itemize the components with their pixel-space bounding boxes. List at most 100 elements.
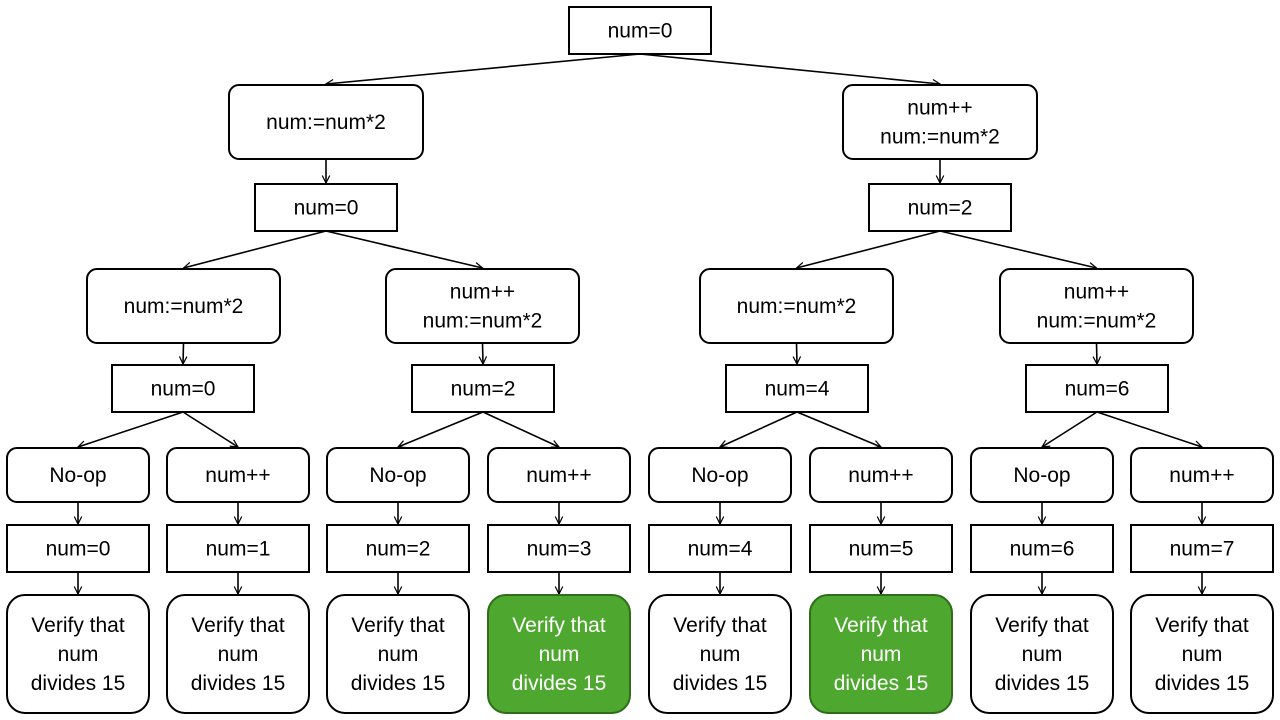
node-label-val0-line-0: num=0: [46, 538, 111, 561]
node-RR_val: num=6: [1025, 364, 1169, 413]
edge-RR_op-to-RR_val: [1097, 342, 1098, 364]
node-box-R_op: [842, 84, 1038, 160]
node-RL_val: num=4: [725, 364, 869, 413]
node-label-chk4-line-1: num: [700, 643, 741, 666]
node-label-val2-line-0: num=2: [366, 538, 431, 561]
node-label-op7-line-0: num++: [1169, 464, 1234, 487]
node-val7: num=7: [1130, 524, 1274, 573]
edge-L_val-to-LR_op: [325, 230, 483, 268]
edge-root-to-L_op: [326, 53, 641, 84]
node-label-op2-line-0: No-op: [369, 464, 426, 487]
node-box-op2: [326, 447, 470, 503]
node-LL_op: num:=num*2: [86, 268, 281, 344]
node-box-chk4: [648, 594, 792, 714]
node-label-LR_op-line-0: num++: [450, 281, 515, 304]
node-LL_val: num=0: [111, 364, 255, 413]
node-label-val6-line-0: num=6: [1010, 538, 1075, 561]
node-chk5: Verify that num divides 15: [809, 594, 953, 714]
node-box-op7: [1130, 447, 1274, 503]
node-label-chk0-line-1: num: [58, 643, 99, 666]
node-label-chk2-line-2: divides 15: [351, 672, 446, 695]
node-box-val2: [326, 524, 470, 573]
node-label-LL_val-line-0: num=0: [151, 378, 216, 401]
node-box-op5: [809, 447, 953, 503]
node-val5: num=5: [809, 524, 953, 573]
edges-layer: [78, 53, 1202, 594]
node-label-R_val-line-0: num=2: [908, 197, 973, 220]
node-root: num=0: [568, 6, 712, 55]
node-box-op3: [487, 447, 631, 503]
node-box-op1: [166, 447, 310, 503]
node-op6: No-op: [970, 447, 1114, 503]
node-op2: No-op: [326, 447, 470, 503]
node-box-chk3: [487, 594, 631, 714]
node-label-LL_op-line-0: num:=num*2: [124, 295, 244, 318]
node-box-val5: [809, 524, 953, 573]
node-box-L_val: [254, 183, 398, 232]
node-box-RL_val: [725, 364, 869, 413]
node-label-chk1-line-2: divides 15: [191, 672, 286, 695]
node-op0: No-op: [6, 447, 150, 503]
node-chk4: Verify that num divides 15: [648, 594, 792, 714]
edge-RL_val-to-op4: [720, 411, 798, 447]
node-label-LR_op-line-1: num:=num*2: [423, 310, 543, 333]
node-label-chk4-line-0: Verify that: [673, 614, 767, 637]
node-box-chk1: [166, 594, 310, 714]
node-label-op4-line-0: No-op: [691, 464, 748, 487]
node-label-val5-line-0: num=5: [849, 538, 914, 561]
node-label-RR_val-line-0: num=6: [1065, 378, 1130, 401]
node-val3: num=3: [487, 524, 631, 573]
node-box-RR_val: [1025, 364, 1169, 413]
edge-RR_val-to-op7: [1096, 411, 1202, 447]
node-label-val1-line-0: num=1: [206, 538, 271, 561]
edge-RR_val-to-op6: [1042, 411, 1098, 447]
node-box-val0: [6, 524, 150, 573]
node-box-L_op: [228, 84, 424, 160]
node-label-chk6-line-2: divides 15: [995, 672, 1090, 695]
node-label-root-line-0: num=0: [608, 20, 673, 43]
node-op3: num++: [487, 447, 631, 503]
node-label-R_op-line-0: num++: [907, 97, 972, 120]
node-label-chk5-line-1: num: [861, 643, 902, 666]
node-RR_op: num++num:=num*2: [999, 268, 1194, 344]
node-label-val3-line-0: num=3: [527, 538, 592, 561]
node-box-val3: [487, 524, 631, 573]
node-box-op4: [648, 447, 792, 503]
node-R_val: num=2: [868, 183, 1012, 232]
node-label-chk3-line-0: Verify that: [512, 614, 606, 637]
node-val4: num=4: [648, 524, 792, 573]
node-R_op: num++num:=num*2: [842, 84, 1038, 160]
node-label-chk5-line-0: Verify that: [834, 614, 928, 637]
edge-LL_op-to-LL_val: [183, 342, 184, 364]
node-box-op0: [6, 447, 150, 503]
node-label-op6-line-0: No-op: [1013, 464, 1070, 487]
edge-LR_val-to-op2: [398, 411, 484, 447]
node-label-chk7-line-2: divides 15: [1155, 672, 1250, 695]
node-label-op3-line-0: num++: [526, 464, 591, 487]
node-label-chk0-line-2: divides 15: [31, 672, 126, 695]
node-box-root: [568, 6, 712, 55]
node-box-R_val: [868, 183, 1012, 232]
node-label-chk4-line-2: divides 15: [673, 672, 768, 695]
node-box-val6: [970, 524, 1114, 573]
node-label-RR_op-line-0: num++: [1064, 281, 1129, 304]
node-box-val1: [166, 524, 310, 573]
node-label-RL_op-line-0: num:=num*2: [737, 295, 857, 318]
edge-R_val-to-RR_op: [939, 230, 1097, 268]
node-box-LR_val: [411, 364, 555, 413]
node-label-chk1-line-0: Verify that: [191, 614, 285, 637]
node-label-RL_val-line-0: num=4: [765, 378, 830, 401]
node-box-op6: [970, 447, 1114, 503]
node-label-chk5-line-2: divides 15: [834, 672, 929, 695]
node-box-RL_op: [699, 268, 894, 344]
node-label-val7-line-0: num=7: [1170, 538, 1235, 561]
node-box-LL_val: [111, 364, 255, 413]
node-val0: num=0: [6, 524, 150, 573]
node-L_val: num=0: [254, 183, 398, 232]
